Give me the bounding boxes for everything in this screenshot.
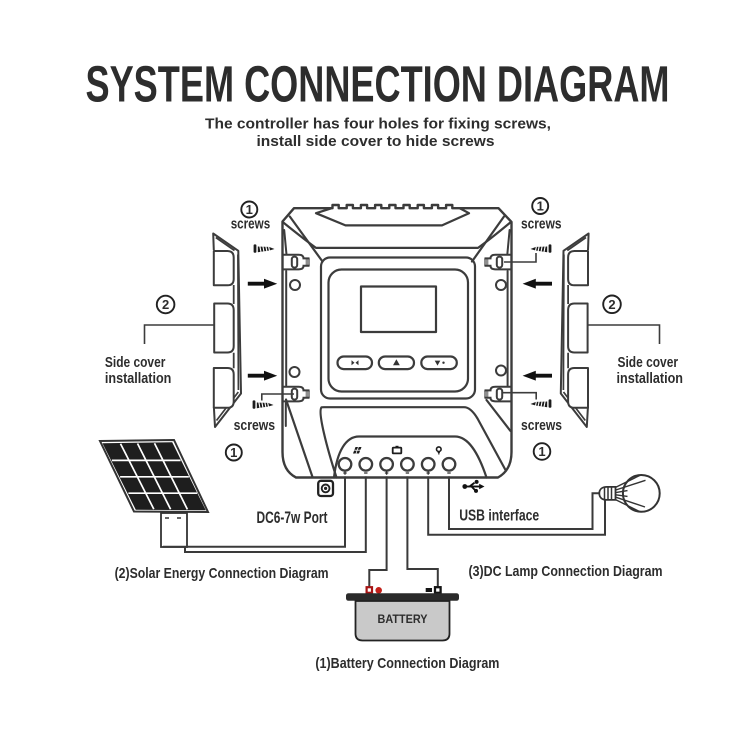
svg-text:screws: screws bbox=[234, 417, 276, 434]
svg-text:(1)Battery Connection Diagram: (1)Battery Connection Diagram bbox=[315, 655, 499, 672]
svg-text:SYSTEM CONNECTION DIAGRAM: SYSTEM CONNECTION DIAGRAM bbox=[86, 56, 670, 113]
svg-text:screws: screws bbox=[521, 417, 562, 434]
svg-text:USB interface: USB interface bbox=[459, 508, 539, 525]
svg-text:install side cover to hide scr: install side cover to hide screws bbox=[257, 133, 495, 150]
svg-text:installation: installation bbox=[105, 370, 171, 387]
svg-text:1: 1 bbox=[537, 199, 544, 214]
svg-text:1: 1 bbox=[230, 445, 237, 460]
svg-text:The controller has four holes: The controller has four holes for fixing… bbox=[205, 116, 551, 133]
svg-text:DC6-7w Port: DC6-7w Port bbox=[257, 509, 328, 527]
svg-text:Side cover: Side cover bbox=[618, 354, 679, 371]
svg-text:2: 2 bbox=[608, 297, 615, 312]
svg-text:(2)Solar Energy Connection Dia: (2)Solar Energy Connection Diagram bbox=[115, 565, 329, 582]
svg-text:installation: installation bbox=[617, 370, 684, 387]
svg-text:1: 1 bbox=[246, 202, 253, 217]
svg-text:Side cover: Side cover bbox=[105, 354, 166, 371]
svg-text:2: 2 bbox=[162, 297, 169, 312]
svg-text:BATTERY: BATTERY bbox=[378, 614, 428, 626]
svg-text:1: 1 bbox=[538, 444, 545, 459]
svg-text:screws: screws bbox=[231, 216, 271, 233]
svg-text:screws: screws bbox=[521, 215, 562, 232]
svg-text:(3)DC Lamp Connection Diagram: (3)DC Lamp Connection Diagram bbox=[469, 563, 663, 580]
